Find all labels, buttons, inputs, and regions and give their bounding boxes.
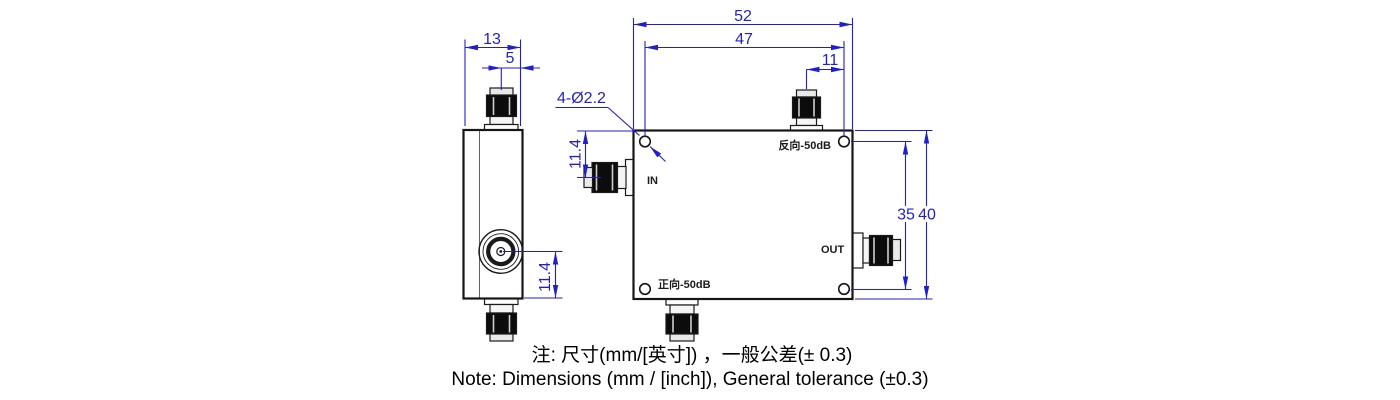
dim-5-label: 5 <box>506 50 515 67</box>
dim-in-port-offset: 11.4 <box>568 130 635 179</box>
reverse-port-label: 反向-50dB <box>778 138 831 152</box>
front-body <box>632 129 854 301</box>
front-bottom-connector-icon <box>665 298 699 342</box>
dim-11.4-side-label: 11.4 <box>537 262 554 292</box>
side-bottom-connector-icon <box>483 297 519 342</box>
dim-11.4-front-label: 11.4 <box>568 139 585 169</box>
notes: 注: 尺寸(mm/[英寸]) ，一般公差(± 0.3) Note: Dimens… <box>451 344 928 390</box>
dim-overall-width: 52 <box>632 8 854 129</box>
mounting-hole-top-right <box>837 135 851 148</box>
dim-hole-spacing-v: 35 <box>851 140 915 291</box>
side-top-connector-icon <box>483 87 519 132</box>
note-line-en: Note: Dimensions (mm / [inch]), General … <box>451 369 928 390</box>
dim-40-label: 40 <box>918 207 936 224</box>
dim-overall-height: 40 <box>855 129 936 300</box>
dim-11-label: 11 <box>822 52 839 69</box>
mounting-hole-bottom-right <box>837 282 851 296</box>
side-view <box>462 87 524 342</box>
hole-callout: 4-Ø2.2 <box>555 90 666 162</box>
dim-side-width: 13 <box>464 31 522 126</box>
in-port-label: IN <box>647 175 658 187</box>
mounting-hole-bottom-left <box>638 282 652 296</box>
hole-callout-label: 4-Ø2.2 <box>557 90 606 107</box>
dim-35-label: 35 <box>897 207 915 224</box>
dim-52-label: 52 <box>734 8 752 25</box>
dim-side-port-height: 11.4 <box>503 250 563 299</box>
out-port-label: OUT <box>821 244 845 256</box>
dim-side-connector-offset: 5 <box>482 50 540 90</box>
note-line-zh: 注: 尺寸(mm/[英寸]) ，一般公差(± 0.3) <box>532 344 853 366</box>
forward-port-label: 正向-50dB <box>658 277 711 291</box>
front-top-connector-icon <box>789 89 824 132</box>
dim-47-label: 47 <box>735 31 753 48</box>
side-body <box>462 128 524 300</box>
dim-connector-to-hole: 11 <box>805 52 844 89</box>
dim-13-label: 13 <box>483 31 501 48</box>
mounting-hole-top-left <box>638 135 652 148</box>
out-connector-icon <box>851 232 902 269</box>
dim-hole-spacing-h: 47 <box>644 31 845 136</box>
dimensions: 13 5 11.4 52 47 <box>464 8 936 300</box>
